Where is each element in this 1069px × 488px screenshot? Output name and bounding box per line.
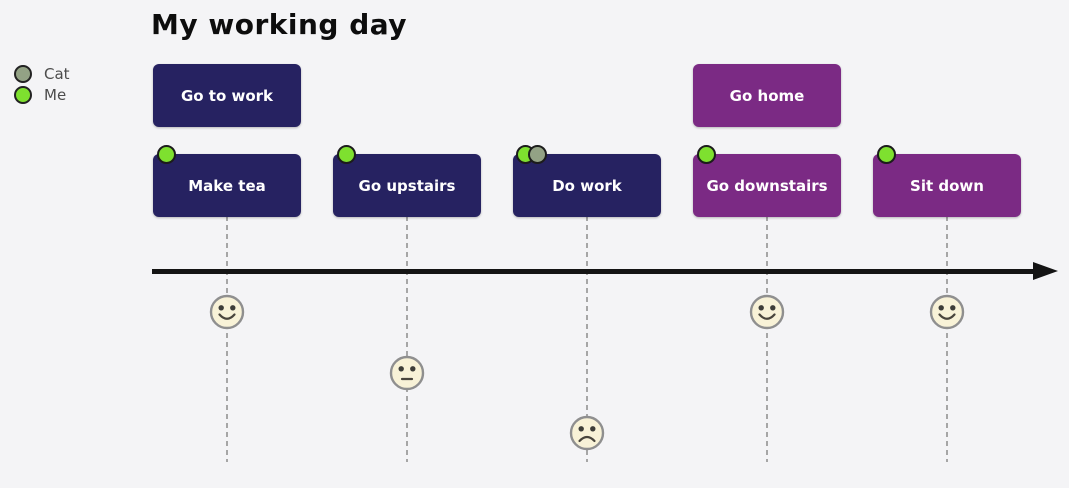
- legend-label: Cat: [44, 64, 70, 83]
- neutral-face-icon[interactable]: [389, 355, 425, 391]
- happy-face-icon[interactable]: [749, 294, 785, 330]
- me-marker-dot[interactable]: [337, 145, 356, 164]
- activity-box-go-downstairs[interactable]: Go downstairs: [693, 154, 841, 217]
- legend-item-me: Me: [14, 84, 70, 105]
- sad-face-icon[interactable]: [569, 415, 605, 451]
- guide-line: [226, 216, 228, 462]
- happy-face-icon[interactable]: [929, 294, 965, 330]
- cat-dot-icon: [14, 64, 32, 83]
- activity-label: Go to work: [180, 86, 274, 105]
- me-marker-dot[interactable]: [157, 145, 176, 164]
- me-dot-icon: [14, 85, 32, 104]
- activity-box-make-tea[interactable]: Make tea: [153, 154, 301, 217]
- guide-line: [946, 216, 948, 462]
- cat-marker-dot[interactable]: [528, 145, 547, 164]
- page-title: My working day: [151, 8, 408, 41]
- activity-label: Go upstairs: [358, 176, 456, 195]
- legend-label: Me: [44, 85, 67, 104]
- activity-label: Go home: [729, 86, 805, 105]
- guide-line: [586, 216, 588, 462]
- timeline-axis-arrowhead: [1033, 262, 1058, 280]
- me-marker-dot[interactable]: [697, 145, 716, 164]
- activity-box-do-work[interactable]: Do work: [513, 154, 661, 217]
- activity-label: Make tea: [188, 176, 266, 195]
- activity-box-go-to-work[interactable]: Go to work: [153, 64, 301, 127]
- legend-item-cat: Cat: [14, 63, 70, 84]
- activity-box-go-upstairs[interactable]: Go upstairs: [333, 154, 481, 217]
- activity-box-go-home[interactable]: Go home: [693, 64, 841, 127]
- activity-label: Go downstairs: [706, 176, 828, 195]
- activity-box-sit-down[interactable]: Sit down: [873, 154, 1021, 217]
- legend: Cat Me: [14, 63, 70, 105]
- activity-label: Sit down: [910, 176, 984, 195]
- guide-line: [766, 216, 768, 462]
- guide-line: [406, 216, 408, 462]
- me-marker-dot[interactable]: [877, 145, 896, 164]
- happy-face-icon[interactable]: [209, 294, 245, 330]
- activity-label: Do work: [552, 176, 622, 195]
- timeline-axis: [152, 269, 1036, 274]
